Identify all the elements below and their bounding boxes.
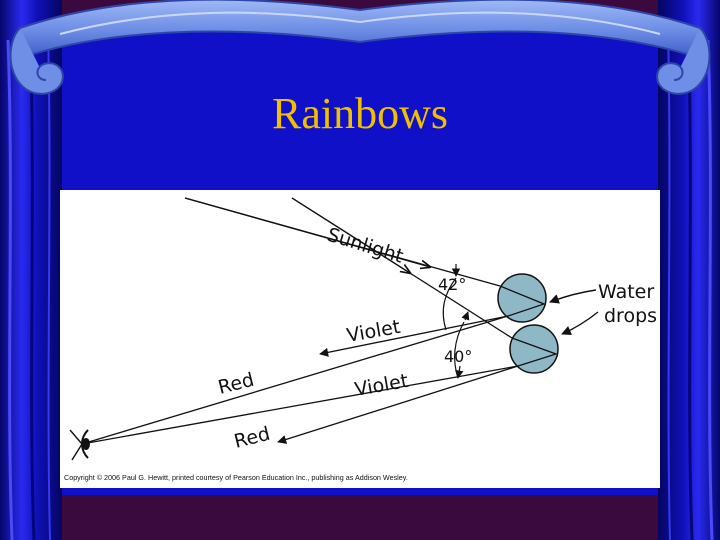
label-sunlight: Sunlight <box>325 224 406 268</box>
rainbow-diagram: Sunlight 42° 40° Violet Violet Red Red W… <box>60 190 660 488</box>
copyright-notice: Copyright © 2006 Paul G. Hewitt, printed… <box>64 473 408 482</box>
water-drop-upper <box>497 273 547 323</box>
violet-ray-lower <box>81 365 519 445</box>
red-ray-upper <box>81 315 509 445</box>
red-ray-lower <box>277 365 519 444</box>
label-water: Water <box>598 281 654 303</box>
reflection-upper <box>499 285 546 317</box>
label-drops: drops <box>604 305 657 327</box>
sunlight-ray-2 <box>184 197 430 267</box>
label-violet-lower: Violet <box>353 370 410 401</box>
angle-arc-42 <box>442 277 457 331</box>
label-red-lower: Red <box>232 423 272 453</box>
reflection-lower <box>511 337 559 367</box>
label-violet-upper: Violet <box>345 316 402 347</box>
observer-eye-icon <box>69 429 90 461</box>
violet-ray-upper <box>319 315 509 357</box>
label-angle-42: 42° <box>438 275 466 294</box>
pointer-to-drop-upper <box>549 289 597 304</box>
scroll-banner <box>9 0 711 95</box>
label-red-upper: Red <box>216 369 256 399</box>
left-curtain <box>0 0 62 540</box>
right-curtain <box>658 0 720 540</box>
slide-title: Rainbows <box>272 89 448 138</box>
water-drop-lower <box>509 324 559 374</box>
sunlight-ray-4 <box>291 197 410 273</box>
label-angle-40: 40° <box>444 347 472 366</box>
pointer-to-drop-lower <box>561 311 599 336</box>
